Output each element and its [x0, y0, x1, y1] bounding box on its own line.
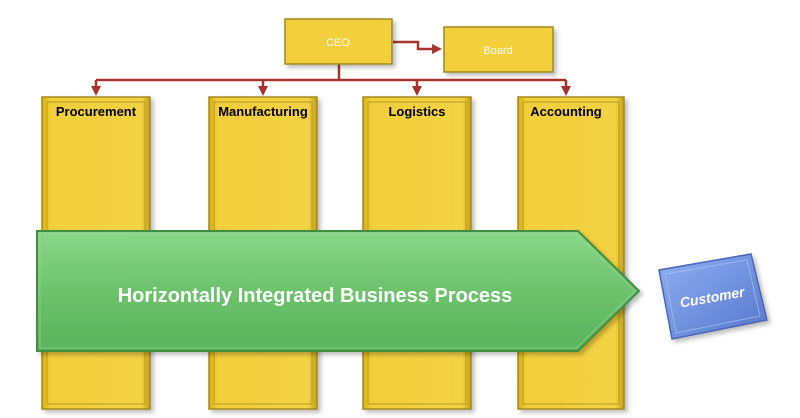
- org-connectors: [91, 40, 571, 96]
- board-label: Board: [483, 45, 512, 57]
- department-label-logistics: Logistics: [388, 104, 445, 119]
- ceo-label: CEO: [326, 37, 350, 49]
- ceo-box: CEO: [284, 18, 393, 65]
- department-label-procurement: Procurement: [56, 104, 137, 119]
- department-label-manufacturing: Manufacturing: [218, 104, 308, 119]
- department-label-accounting: Accounting: [530, 104, 602, 119]
- process-label: Horizontally Integrated Business Process: [118, 285, 513, 307]
- board-box: Board: [443, 26, 554, 73]
- connector-ceo-board: [393, 40, 442, 54]
- customer-box: Customer: [658, 253, 768, 340]
- process-arrow: Horizontally Integrated Business Process: [36, 230, 641, 352]
